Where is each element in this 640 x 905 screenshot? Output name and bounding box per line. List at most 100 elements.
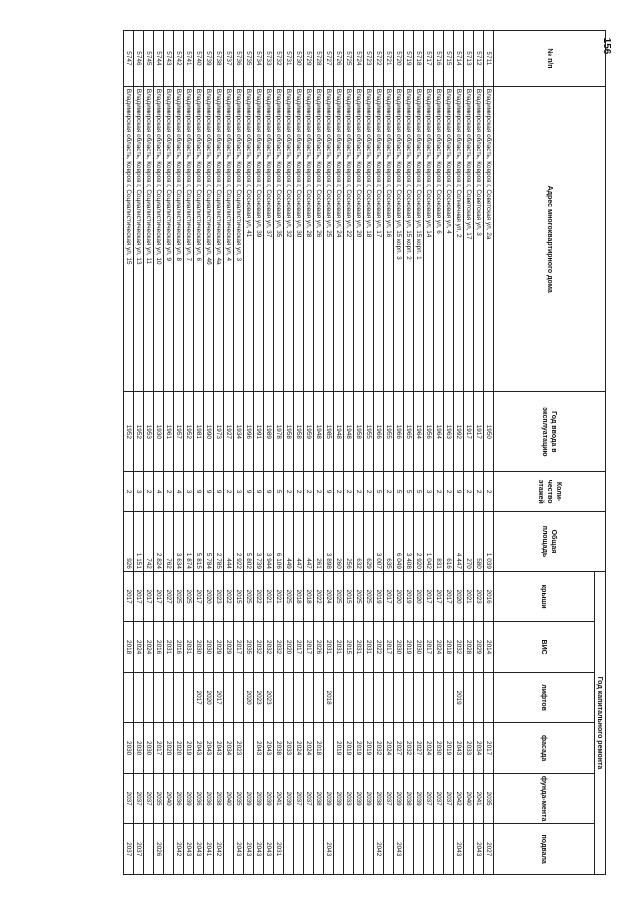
cell-floors: 3 [183, 471, 194, 512]
cell-roof: 2020 [393, 571, 404, 622]
cell-area: 616 [443, 511, 454, 572]
cell-facade: 2024 [293, 722, 304, 774]
cell-roof: 2022 [223, 571, 234, 622]
cell-num: 5726 [333, 30, 344, 87]
cell-address: Владимирская область, Ковров г, Советска… [463, 86, 474, 392]
cell-roof: 2017 [123, 571, 134, 622]
cell-basement: 2042 [373, 823, 384, 875]
cell-foundation: 2039 [363, 773, 374, 824]
cell-roof: 2025 [363, 571, 374, 622]
cell-basement: 2037 [123, 823, 134, 875]
cell-floors: 2 [303, 471, 314, 512]
cell-facade [243, 722, 254, 774]
cell-foundation: 2035 [233, 773, 244, 824]
cell-area: 762 [163, 511, 174, 572]
cell-num: 5720 [393, 30, 404, 87]
cell-roof: 2020 [203, 571, 214, 622]
cell-vis: 2017 [383, 621, 394, 673]
cell-facade: 2019 [183, 722, 194, 774]
cell-foundation: 2042 [453, 773, 464, 824]
cell-lift [293, 672, 304, 723]
cell-basement [333, 823, 344, 875]
cell-roof: 2017 [153, 571, 164, 622]
cell-address: Владимирская область, Ковров г, Сосновая… [363, 86, 374, 392]
cell-roof: 2019 [403, 571, 414, 622]
cell-roof: 2017 [143, 571, 154, 622]
cell-foundation: 2039 [353, 773, 364, 824]
cell-num: 5716 [433, 30, 444, 87]
cell-address: Владимирская область, Ковров г, Сосновая… [413, 86, 424, 392]
cell-roof: 2018 [303, 571, 314, 622]
cell-lift [393, 672, 404, 723]
cell-foundation: 2037 [123, 773, 134, 824]
rotated-page: № п/п Адрес многоквартирного дома Год вв… [58, 30, 606, 875]
cell-basement [223, 823, 234, 875]
cell-vis: 2029 [213, 621, 224, 673]
header-vis: ВИС [493, 621, 595, 673]
cell-foundation: 2041 [473, 773, 484, 824]
cell-address: Владимирская область, Ковров г, Сосновая… [253, 86, 264, 392]
cell-basement: 2043 [243, 823, 254, 875]
cell-floors: 2 [343, 471, 354, 512]
header-facade: фасада [493, 722, 595, 774]
cell-roof: 2019 [373, 571, 384, 622]
cell-num: 5735 [243, 30, 254, 87]
cell-foundation: 2039 [263, 773, 274, 824]
cell-roof: 2025 [353, 571, 364, 622]
cell-address: Владимирская область, Ковров г, Сосновая… [333, 86, 344, 392]
cell-basement: 2043 [473, 823, 484, 875]
cell-year: 1996 [243, 391, 254, 472]
cell-num: 5717 [423, 30, 434, 87]
cell-area: 3 898 [323, 511, 334, 572]
cell-address: Владимирская область, Ковров г, Социалис… [203, 86, 214, 392]
cell-vis: 2035 [243, 621, 254, 673]
cell-floors: 2 [313, 471, 324, 512]
cell-roof: 2016 [483, 571, 494, 622]
cell-num: 5712 [473, 30, 484, 87]
cell-basement: 2027 [483, 823, 494, 875]
cell-num: 5719 [403, 30, 414, 87]
cell-area: 261 [313, 511, 324, 572]
cell-vis: 2029 [223, 621, 234, 673]
cell-foundation: 2039 [323, 773, 334, 824]
cell-foundation: 2037 [303, 773, 314, 824]
cell-area: 5 802 [243, 511, 254, 572]
cell-vis: 2020 [283, 621, 294, 673]
cell-facade: 2024 [383, 722, 394, 774]
cell-address: Владимирская область, Ковров г, Сосновая… [263, 86, 274, 392]
cell-lift [373, 672, 384, 723]
cell-floors: 2 [163, 471, 174, 512]
cell-floors: 2 [223, 471, 234, 512]
cell-vis: 2031 [363, 621, 374, 673]
cell-basement: 2041 [203, 823, 214, 875]
table-sheet: № п/п Адрес многоквартирного дома Год вв… [58, 30, 606, 875]
cell-vis: 2016 [173, 621, 184, 673]
cell-foundation: 2040 [463, 773, 474, 824]
cell-lift: 2017 [213, 672, 224, 723]
cell-foundation: 2038 [373, 773, 384, 824]
cell-area: 580 [473, 511, 484, 572]
cell-foundation: 2039 [283, 773, 294, 824]
cell-vis: 2030 [393, 621, 404, 673]
cell-area: 1 151 [133, 511, 144, 572]
cell-num: 5747 [123, 30, 134, 87]
cell-foundation: 2037 [133, 773, 144, 824]
cell-address: Владимирская область, Ковров г, Сосновая… [423, 86, 434, 392]
cell-vis: 2024 [143, 621, 154, 673]
cell-area: 635 [383, 511, 394, 572]
cell-year: 1952 [183, 391, 194, 472]
cell-basement: 2037 [133, 823, 144, 875]
cell-facade: 2019 [443, 722, 454, 774]
cell-year: 1964 [433, 391, 444, 472]
cell-area: 6 106 [273, 511, 284, 572]
cell-facade: 2034 [473, 722, 484, 774]
cell-lift [233, 672, 244, 723]
cell-vis: 2032 [253, 621, 264, 673]
